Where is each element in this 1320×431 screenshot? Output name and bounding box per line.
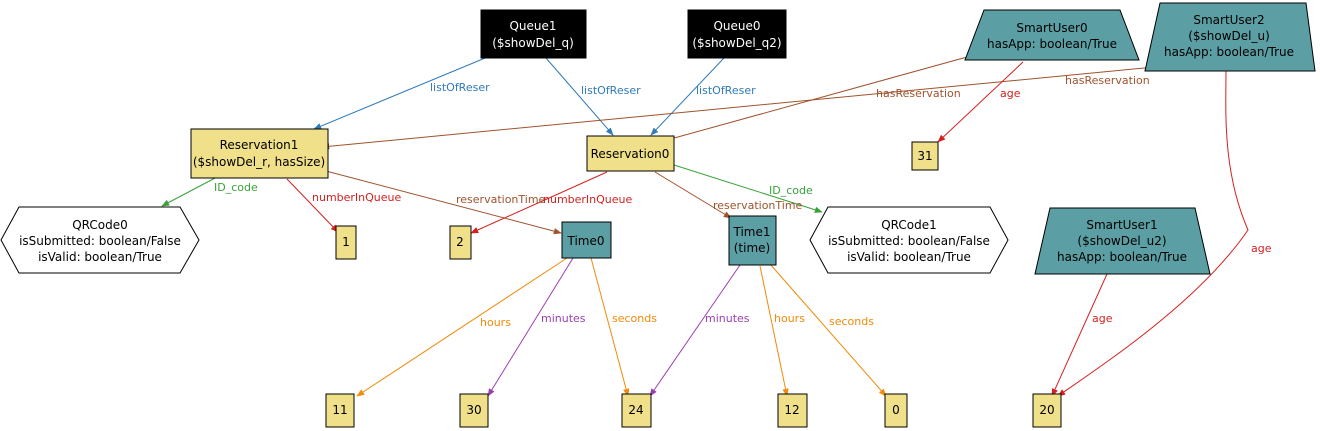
node-qrcode1-attr-issubmitted: isSubmitted: boolean/False	[828, 234, 990, 248]
node-time1-alias: (time)	[734, 241, 770, 255]
node-value-0[interactable]: 0	[884, 393, 908, 428]
node-time1-name: Time1	[732, 225, 770, 239]
node-value-2-text: 2	[456, 235, 464, 249]
node-value-11[interactable]: 11	[325, 393, 355, 428]
node-value-31-text: 31	[917, 149, 932, 163]
edge-queue0-reservation0	[650, 57, 725, 136]
label-smartuser0-age: age	[1000, 87, 1021, 100]
label-smartuser2-age: age	[1251, 242, 1272, 255]
node-value-20-text: 20	[1039, 403, 1054, 417]
label-smartuser0-reservation0: hasReservation	[876, 87, 961, 100]
edge-smartuser0-age	[937, 61, 1024, 143]
node-value-24-text: 24	[628, 403, 643, 417]
edge-smartuser1-age	[1051, 273, 1108, 397]
node-queue1-alias: ($showDel_q)	[492, 36, 574, 50]
node-qrcode0-name: QRCode0	[72, 218, 128, 232]
label-smartuser2-reservation1: hasReservation	[1065, 74, 1150, 87]
edge-time1-seconds	[769, 263, 887, 397]
label-queue1-reservation0: listOfReser	[581, 84, 641, 97]
label-reservation0-qrcode1: ID_code	[769, 184, 813, 197]
node-qrcode1[interactable]: QRCode1 isSubmitted: boolean/False isVal…	[809, 206, 1009, 274]
node-qrcode0[interactable]: QRCode0 isSubmitted: boolean/False isVal…	[0, 206, 200, 274]
edge-reservation1-reservationtime	[325, 170, 562, 235]
edge-reservation1-qrcode0	[161, 176, 218, 207]
node-smartuser0[interactable]: SmartUser0 hasApp: boolean/True	[964, 9, 1140, 61]
edge-time0-seconds	[590, 257, 630, 397]
edge-time0-hours	[356, 257, 568, 397]
node-smartuser2[interactable]: SmartUser2 ($showDel_u) hasApp: boolean/…	[1144, 2, 1316, 72]
node-value-12-text: 12	[784, 403, 799, 417]
node-queue0-alias: ($showDel_q2)	[692, 36, 781, 50]
node-qrcode1-attr-isvalid: isValid: boolean/True	[847, 250, 971, 264]
node-value-24[interactable]: 24	[621, 393, 652, 428]
edge-queue1-reservation1	[313, 55, 491, 130]
edge-reservation0-numberinqueue	[470, 171, 608, 234]
node-reservation1[interactable]: Reservation1 ($showDel_r, hasSize)	[190, 128, 329, 179]
node-value-30-text: 30	[466, 403, 481, 417]
node-value-12[interactable]: 12	[777, 393, 808, 428]
node-smartuser1-alias: ($showDel_u2)	[1077, 234, 1166, 248]
node-reservation0[interactable]: Reservation0	[586, 135, 675, 172]
edge-smartuser0-reservation0	[666, 56, 968, 142]
edge-reservation0-reservationtime	[654, 171, 732, 219]
node-smartuser0-attr-hasapp: hasApp: boolean/True	[987, 37, 1117, 51]
edge-time1-minutes	[649, 264, 741, 397]
label-reservation1-reservationtime: reservationTime	[456, 193, 546, 206]
label-time1-minutes: minutes	[705, 312, 750, 325]
node-value-2[interactable]: 2	[449, 225, 472, 260]
node-time0[interactable]: Time0	[561, 221, 612, 259]
label-time0-minutes: minutes	[541, 312, 586, 325]
node-value-30[interactable]: 30	[459, 393, 489, 428]
node-smartuser1[interactable]: SmartUser1 ($showDel_u2) hasApp: boolean…	[1034, 207, 1211, 275]
edge-labels: listOfReser listOfReser listOfReser hasR…	[214, 74, 1272, 329]
edge-reservation1-numberinqueue	[286, 178, 339, 233]
edge-time1-hours	[759, 265, 789, 397]
label-time0-seconds: seconds	[612, 312, 657, 325]
node-smartuser1-name: SmartUser1	[1086, 218, 1157, 232]
node-qrcode1-name: QRCode1	[881, 218, 937, 232]
node-queue0[interactable]: Queue0 ($showDel_q2)	[687, 9, 787, 59]
node-time0-name: Time0	[566, 234, 604, 248]
node-smartuser2-name: SmartUser2	[1193, 13, 1264, 27]
node-value-1-text: 1	[342, 235, 350, 249]
node-value-11-text: 11	[332, 403, 347, 417]
node-reservation1-alias: ($showDel_r, hasSize)	[193, 155, 325, 169]
node-smartuser1-attr-hasapp: hasApp: boolean/True	[1057, 250, 1187, 264]
node-reservation1-name: Reservation1	[220, 138, 299, 152]
edge-time0-minutes	[487, 257, 574, 397]
label-smartuser1-age: age	[1092, 312, 1113, 325]
label-reservation1-numberinqueue: numberInQueue	[312, 191, 402, 204]
node-smartuser2-alias: ($showDel_u)	[1188, 29, 1270, 43]
edges	[161, 55, 1249, 397]
label-time0-hours: hours	[480, 316, 511, 329]
node-value-31[interactable]: 31	[911, 141, 939, 171]
node-smartuser0-name: SmartUser0	[1016, 21, 1087, 35]
label-queue1-reservation1: listOfReser	[430, 81, 490, 94]
label-queue0-reservation0: listOfReser	[696, 84, 756, 97]
node-qrcode0-attr-issubmitted: isSubmitted: boolean/False	[19, 234, 181, 248]
node-queue0-name: Queue0	[713, 19, 760, 33]
node-queue1-name: Queue1	[509, 19, 556, 33]
edge-smartuser2-age	[1057, 70, 1249, 397]
node-value-20[interactable]: 20	[1032, 393, 1062, 428]
edge-reservation0-qrcode1	[673, 164, 823, 213]
edge-smartuser2-reservation1	[321, 66, 1156, 150]
label-time1-seconds: seconds	[829, 315, 874, 328]
label-reservation1-qrcode0: ID_code	[214, 181, 258, 194]
node-value-1[interactable]: 1	[335, 225, 357, 260]
node-reservation0-name: Reservation0	[591, 147, 670, 161]
node-qrcode0-attr-isvalid: isValid: boolean/True	[38, 250, 162, 264]
edge-queue1-reservation0	[545, 57, 614, 136]
node-queue1[interactable]: Queue1 ($showDel_q)	[480, 9, 587, 59]
node-smartuser2-attr-hasapp: hasApp: boolean/True	[1164, 45, 1294, 59]
label-reservation0-numberinqueue: numberInQueue	[543, 193, 633, 206]
label-reservation0-reservationtime: reservationTime	[713, 199, 803, 212]
node-time1[interactable]: Time1 (time)	[728, 215, 777, 266]
label-time1-hours: hours	[774, 312, 805, 325]
node-value-0-text: 0	[892, 403, 900, 417]
